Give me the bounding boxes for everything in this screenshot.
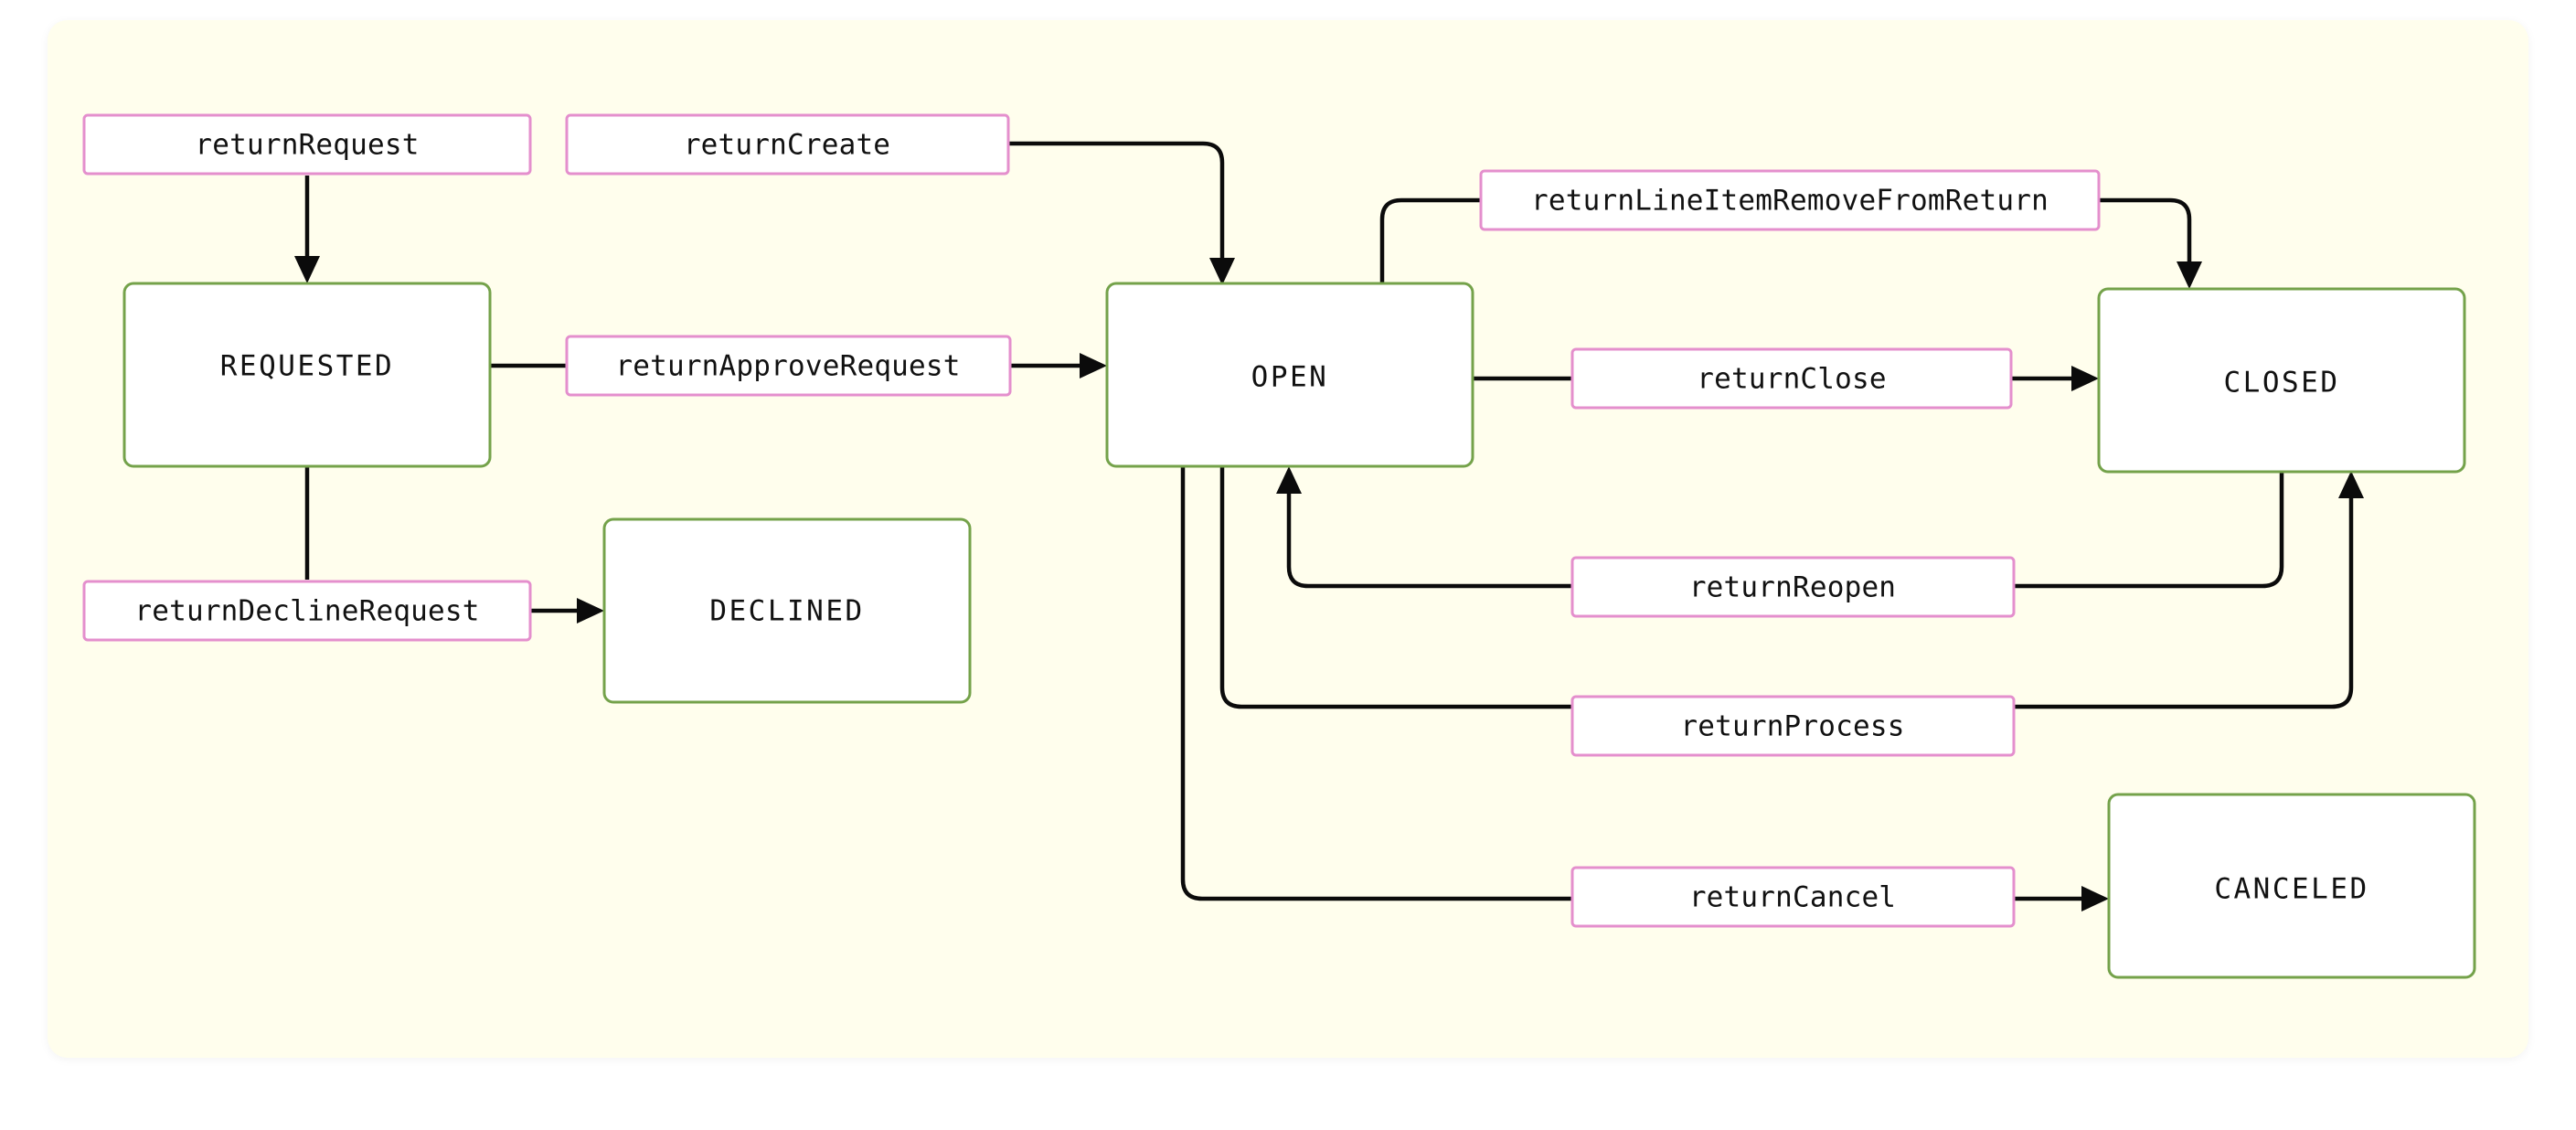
edge-open-to-return-cancel [1180, 466, 1572, 901]
state-node-closed[interactable]: CLOSED [2097, 287, 2466, 474]
transition-label-return-close: returnClose [1697, 363, 1887, 396]
transition-box-return-cancel[interactable] [1570, 866, 2016, 928]
transition-label-return-approve-request: returnApproveRequest [615, 350, 960, 383]
arrowhead-open-top [1209, 258, 1235, 285]
state-nodes: REQUESTED DECLINED OPEN CLOSED CANCELED [122, 282, 2476, 979]
arrowhead-open-bottom [1276, 466, 1302, 494]
state-label-open: OPEN [1251, 361, 1329, 394]
transition-box-return-decline-request[interactable] [82, 580, 532, 642]
state-node-canceled[interactable]: CANCELED [2107, 793, 2476, 979]
arrowhead-closed-top [2177, 261, 2202, 289]
transition-node-return-close[interactable]: returnClose [1570, 347, 2013, 410]
transition-box-return-approve-request[interactable] [565, 335, 1012, 397]
transition-box-return-request[interactable] [82, 113, 532, 176]
state-box-requested[interactable] [122, 282, 492, 468]
transition-box-return-line-item-remove-from-return[interactable] [1479, 169, 2101, 231]
edge-closed-to-return-reopen [2014, 471, 2284, 589]
state-node-open[interactable]: OPEN [1105, 282, 1474, 468]
transition-label-return-create: returnCreate [684, 129, 890, 162]
arrowhead-declined-left [577, 598, 604, 624]
edge-return-line-item-remove-to-closed [2099, 197, 2192, 267]
arrowhead-canceled-left [2081, 886, 2109, 911]
edge-open-to-return-process [1219, 466, 1572, 709]
transition-label-return-reopen: returnReopen [1689, 571, 1896, 604]
transition-node-return-approve-request[interactable]: returnApproveRequest [565, 335, 1012, 397]
arrowhead-requested-top [294, 256, 320, 283]
state-box-closed[interactable] [2097, 287, 2466, 474]
edge-layer [294, 141, 2364, 911]
transition-label-return-process: returnProcess [1680, 710, 1904, 743]
edge-open-to-return-line-item-remove [1379, 197, 1481, 283]
state-label-requested: REQUESTED [220, 350, 394, 383]
transition-label-return-decline-request: returnDeclineRequest [134, 595, 479, 628]
arrowhead-open-left [1080, 353, 1107, 378]
transition-node-return-process[interactable]: returnProcess [1570, 695, 2016, 757]
state-label-canceled: CANCELED [2214, 873, 2368, 906]
transition-box-return-create[interactable] [565, 113, 1010, 176]
transition-node-return-decline-request[interactable]: returnDeclineRequest [82, 580, 532, 642]
transition-box-return-reopen[interactable] [1570, 556, 2016, 618]
state-box-open[interactable] [1105, 282, 1474, 468]
transition-nodes: returnRequest returnCreate returnApprove… [82, 113, 2101, 928]
arrowhead-closed-left [2071, 366, 2099, 391]
transition-node-return-line-item-remove-from-return[interactable]: returnLineItemRemoveFromReturn [1479, 169, 2101, 231]
transition-label-return-cancel: returnCancel [1689, 881, 1896, 914]
state-node-declined[interactable]: DECLINED [602, 517, 972, 704]
transition-node-return-create[interactable]: returnCreate [565, 113, 1010, 176]
edge-return-reopen-to-open [1286, 488, 1572, 589]
edge-return-process-to-closed [2014, 493, 2354, 709]
transition-node-return-cancel[interactable]: returnCancel [1570, 866, 2016, 928]
arrowhead-closed-bottom [2338, 471, 2364, 498]
edge-return-create-to-open [1008, 141, 1225, 263]
state-node-requested[interactable]: REQUESTED [122, 282, 492, 468]
state-label-declined: DECLINED [709, 595, 864, 628]
state-box-declined[interactable] [602, 517, 972, 704]
state-box-canceled[interactable] [2107, 793, 2476, 979]
transition-label-return-request: returnRequest [195, 129, 419, 162]
transition-label-return-line-item-remove-from-return: returnLineItemRemoveFromReturn [1531, 185, 2049, 218]
state-label-closed: CLOSED [2224, 367, 2340, 400]
transition-node-return-reopen[interactable]: returnReopen [1570, 556, 2016, 618]
transition-node-return-request[interactable]: returnRequest [82, 113, 532, 176]
transition-box-return-close[interactable] [1570, 347, 2013, 410]
transition-box-return-process[interactable] [1570, 695, 2016, 757]
